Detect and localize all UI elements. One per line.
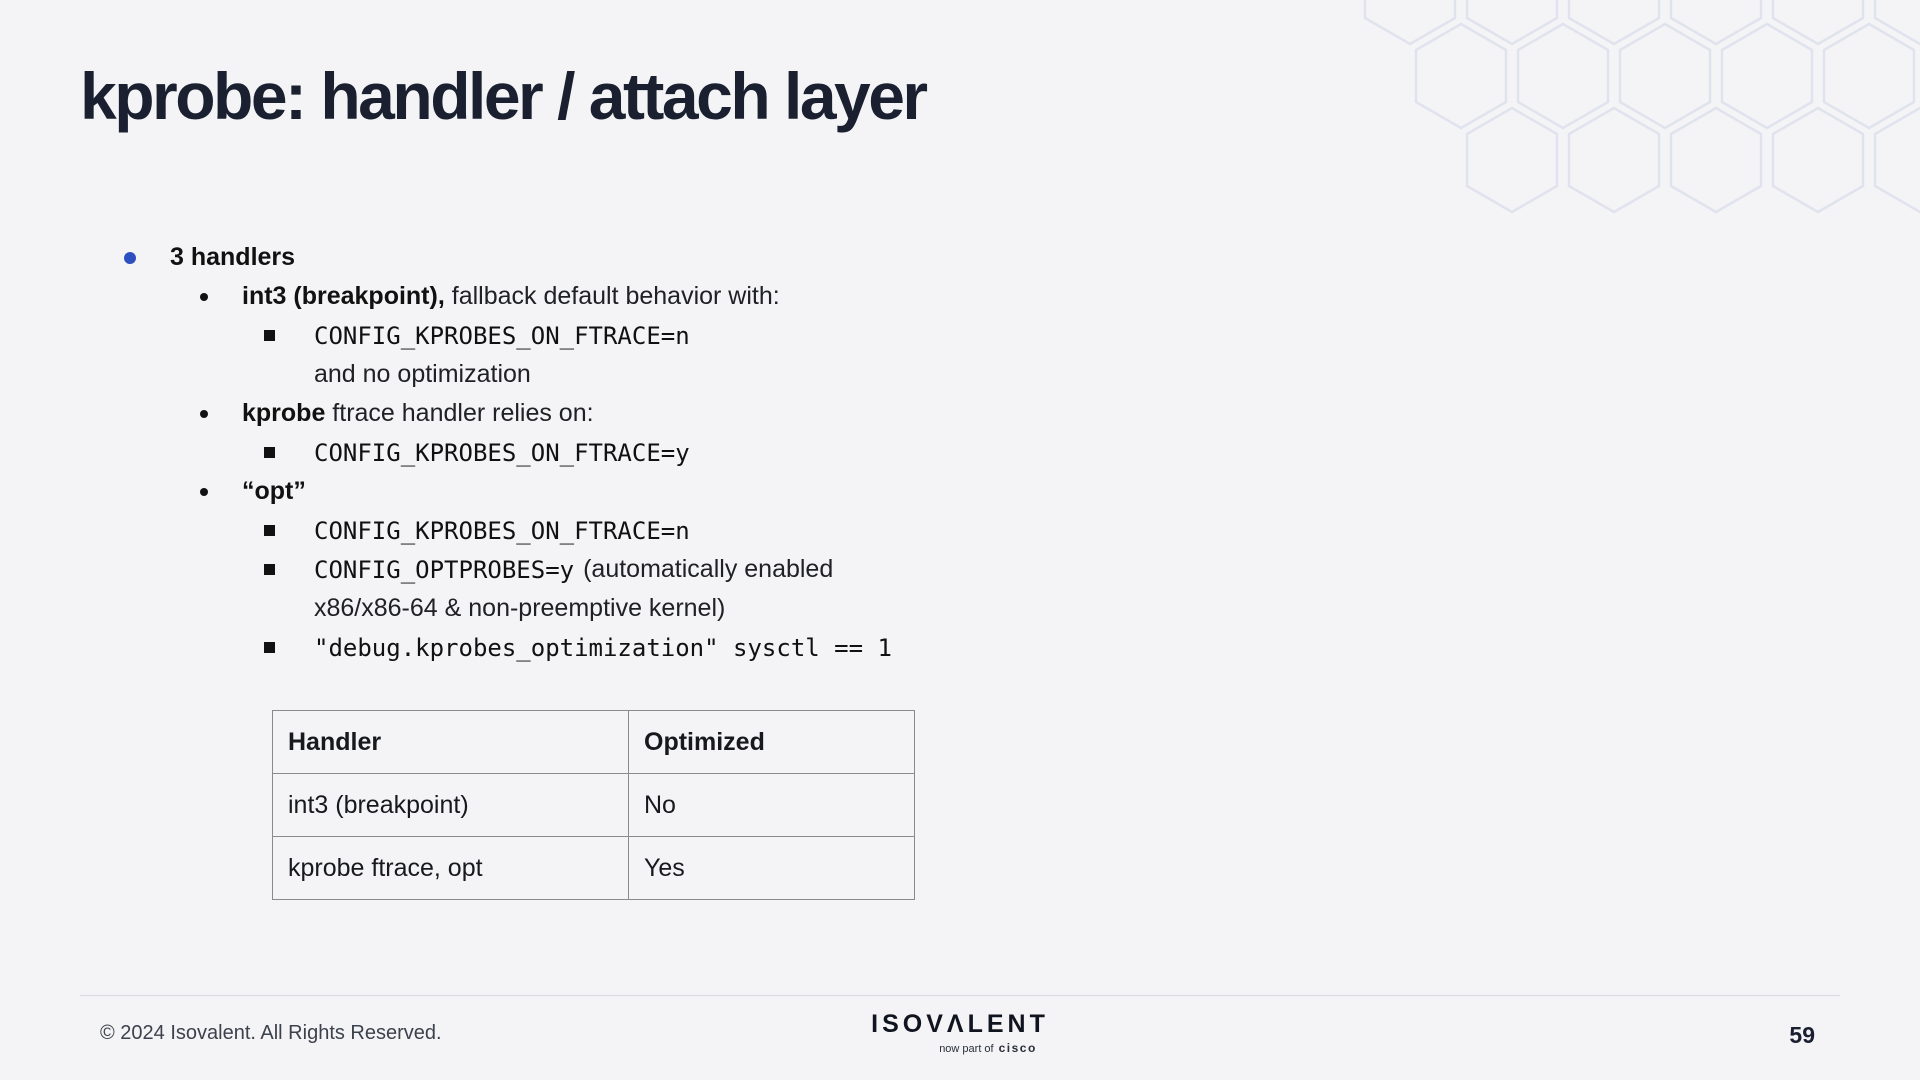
code-text: CONFIG_KPROBES_ON_FTRACE=y: [314, 438, 690, 467]
list-item-label: x86/x86-64 & non-preemptive kernel): [314, 594, 726, 622]
bullet-square-icon: [262, 564, 314, 575]
list-item: CONFIG_KPROBES_ON_FTRACE=n: [122, 511, 1222, 550]
list-item-label: (automatically enabled: [583, 555, 834, 583]
isovalent-logo: ISOVΛLENT now part of cisco: [0, 1010, 1920, 1056]
table-row: kprobe ftrace, opt Yes: [272, 836, 915, 900]
bullet-disc-icon: [196, 409, 242, 418]
list-item: kprobe ftrace handler relies on:: [122, 394, 1222, 433]
table-row: int3 (breakpoint) No: [272, 773, 915, 837]
list-item-continuation: x86/x86-64 & non-preemptive kernel): [122, 589, 1222, 628]
bullet-square-icon: [262, 642, 314, 653]
table-cell: Yes: [628, 836, 915, 900]
footer-divider: [80, 995, 1840, 996]
code-text: "debug.kprobes_optimization" sysctl == 1: [314, 633, 892, 662]
list-item: “opt”: [122, 472, 1222, 511]
code-text: CONFIG_KPROBES_ON_FTRACE=n: [314, 516, 690, 545]
bullet-square-icon: [262, 525, 314, 536]
code-text: CONFIG_OPTPROBES=y: [314, 555, 575, 584]
list-item-label: int3 (breakpoint), fallback default beha…: [242, 282, 780, 310]
list-item: CONFIG_OPTPROBES=y (automatically enable…: [122, 550, 1222, 589]
bullet-disc-icon: [196, 292, 242, 301]
logo-subtext-prefix: now part of: [939, 1043, 994, 1055]
bullet-square-icon: [262, 330, 314, 341]
bullet-outline: 3 handlers int3 (breakpoint), fallback d…: [122, 238, 1222, 667]
list-item-label: “opt”: [242, 477, 306, 505]
list-item: CONFIG_KPROBES_ON_FTRACE=y: [122, 433, 1222, 472]
page-number: 59: [1789, 1022, 1815, 1048]
list-item-label: 3 handlers: [170, 243, 296, 271]
isovalent-wordmark: ISOVΛLENT: [871, 1010, 1049, 1038]
bullet-square-icon: [262, 447, 314, 458]
copyright-text: © 2024 Isovalent. All Rights Reserved.: [100, 1022, 442, 1044]
table-cell: No: [628, 773, 915, 837]
table-header-row: Handler Optimized: [272, 710, 915, 774]
table-cell: kprobe ftrace, opt: [272, 836, 629, 900]
logo-subtext: now part of cisco: [939, 1041, 1037, 1055]
list-item: int3 (breakpoint), fallback default beha…: [122, 277, 1222, 316]
list-item: 3 handlers: [122, 238, 1222, 277]
list-item-label: and no optimization: [314, 360, 531, 388]
bullet-disc-icon: [196, 487, 242, 496]
table-header-optimized: Optimized: [628, 710, 915, 774]
list-item: CONFIG_KPROBES_ON_FTRACE=n: [122, 316, 1222, 355]
table-cell: int3 (breakpoint): [272, 773, 629, 837]
list-item: "debug.kprobes_optimization" sysctl == 1: [122, 628, 1222, 667]
handler-table: Handler Optimized int3 (breakpoint) No k…: [272, 710, 915, 900]
cisco-wordmark: cisco: [998, 1041, 1037, 1055]
page-title: kprobe: handler / attach layer: [80, 59, 928, 133]
code-text: CONFIG_KPROBES_ON_FTRACE=n: [314, 321, 690, 350]
bullet-disc-icon: [122, 251, 170, 264]
list-item-label: kprobe ftrace handler relies on:: [242, 399, 594, 427]
list-item-continuation: and no optimization: [122, 355, 1222, 394]
table-header-handler: Handler: [272, 710, 629, 774]
